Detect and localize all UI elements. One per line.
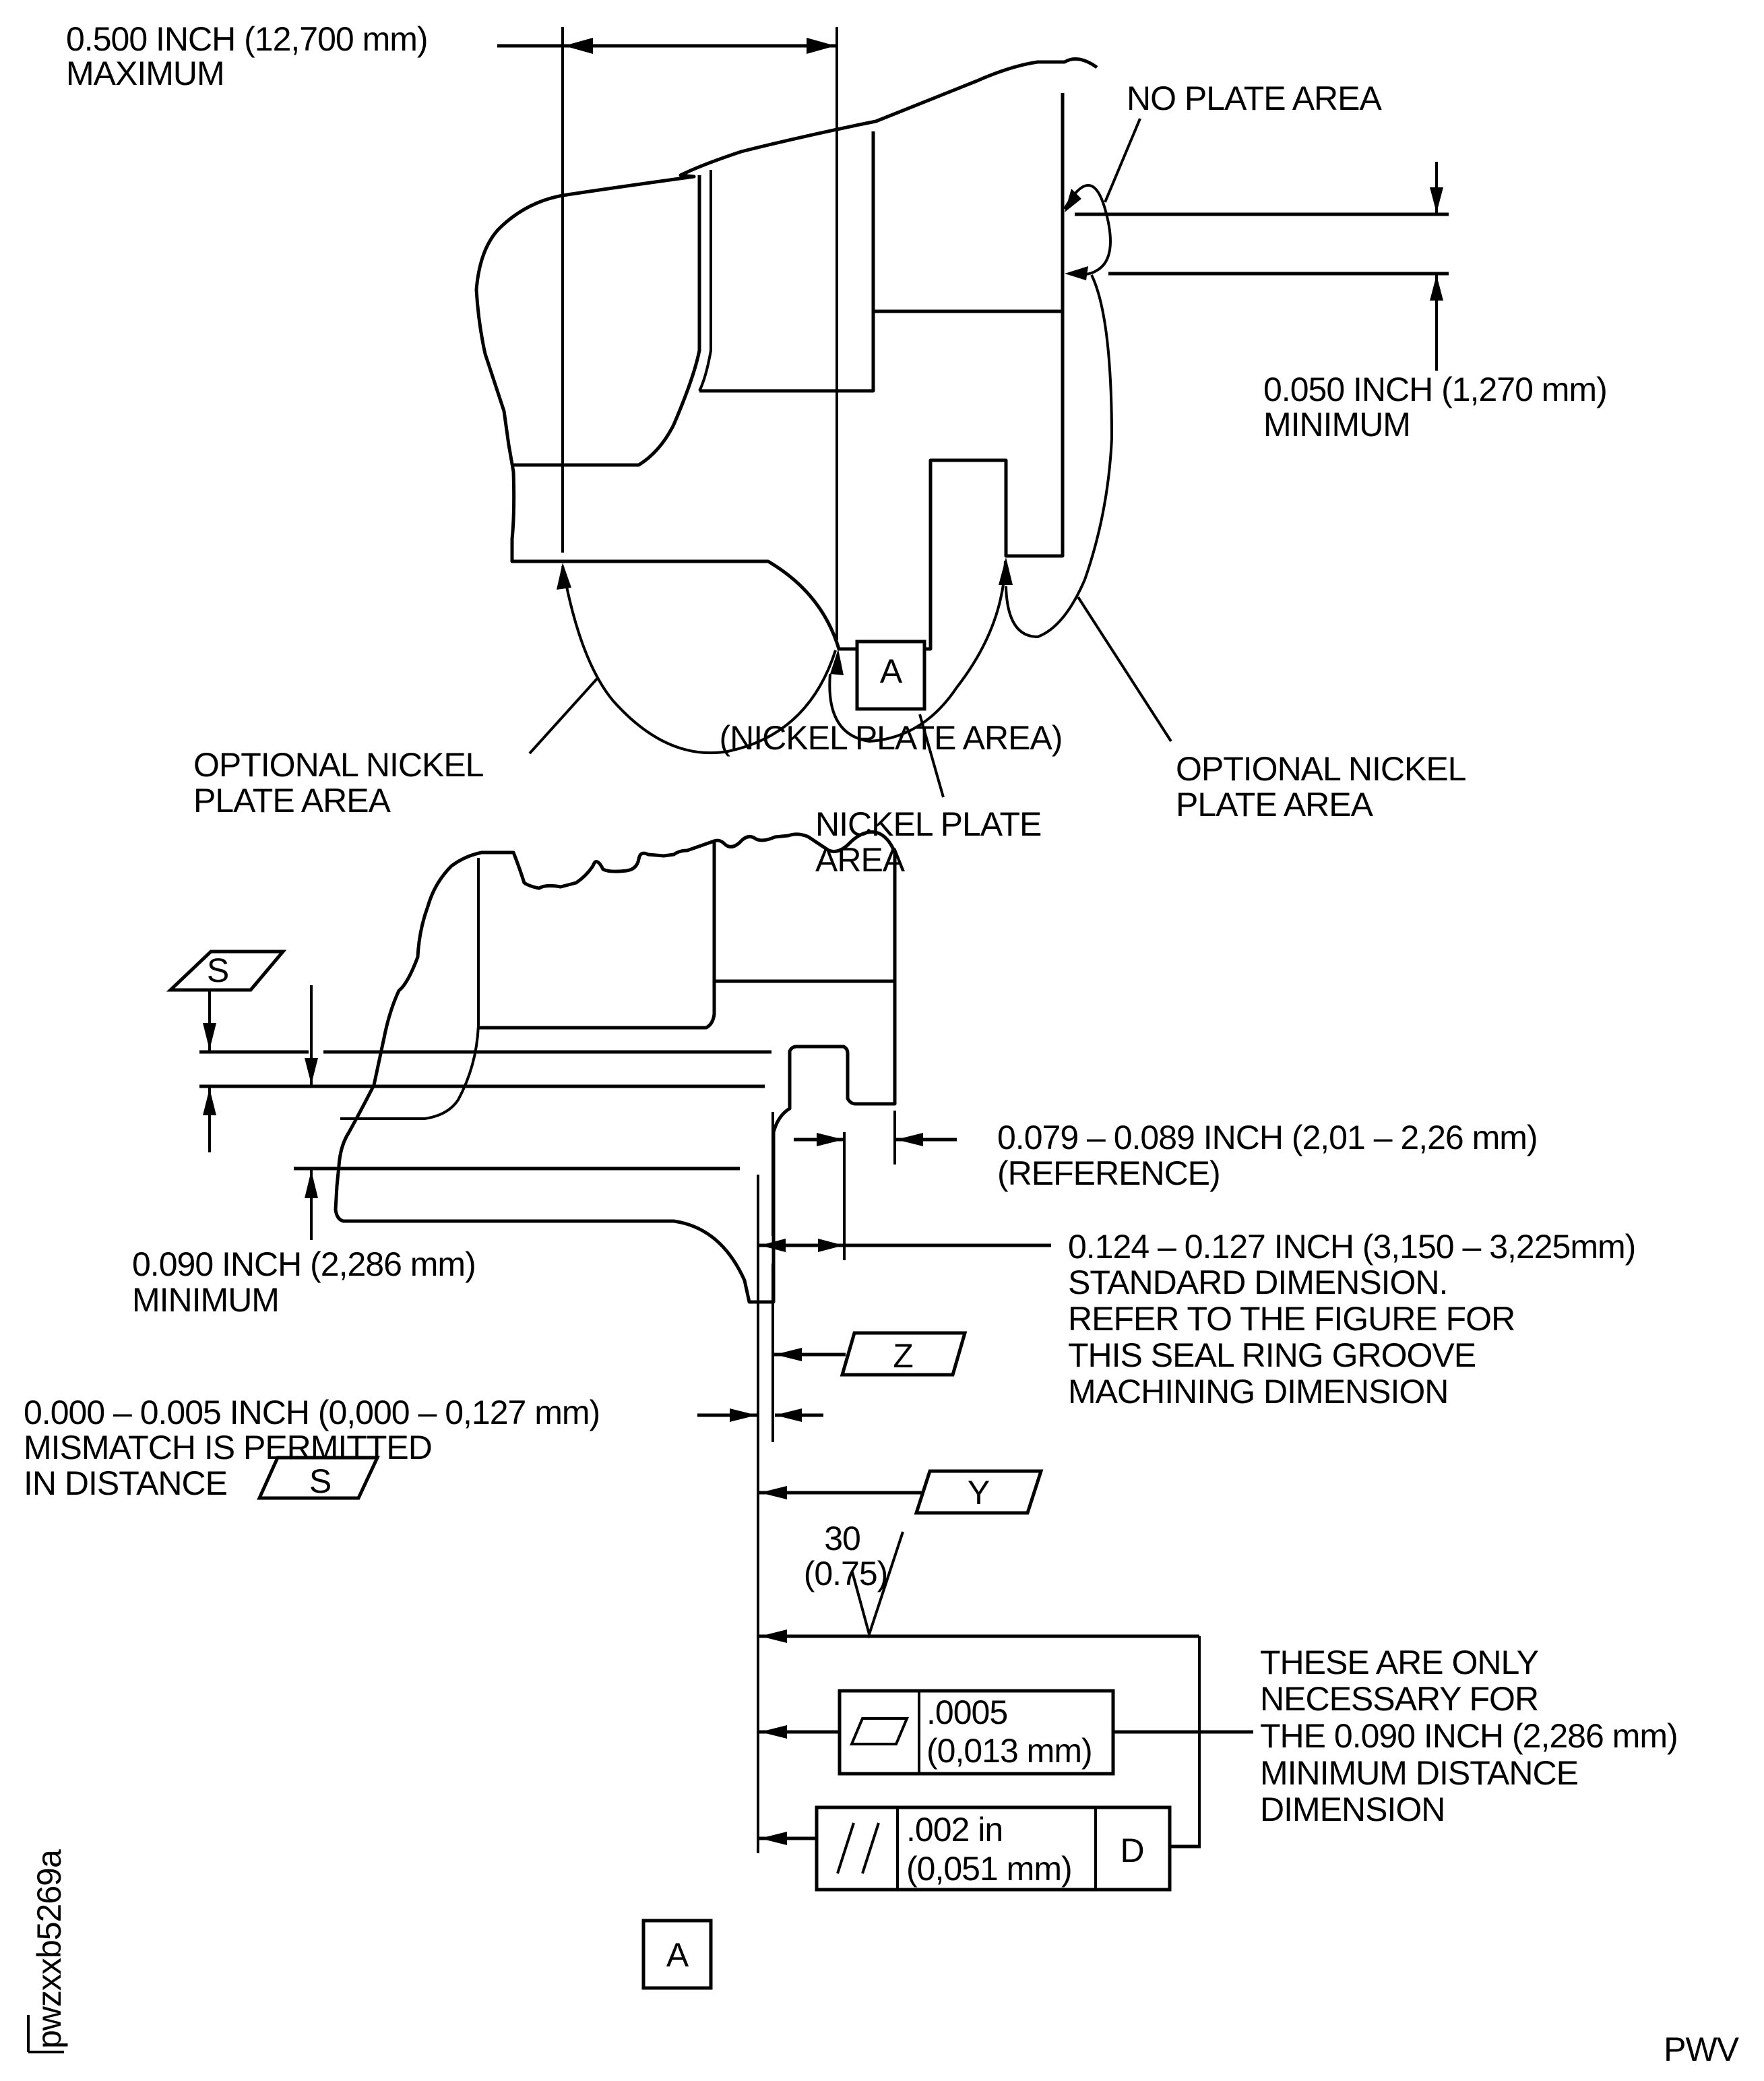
arrow-icon — [1065, 189, 1081, 212]
arrow-icon — [760, 1486, 787, 1499]
arrow-icon — [760, 1832, 787, 1845]
dim-124-line4: THIS SEAL RING GROOVE — [1068, 1336, 1476, 1374]
no-plate-label: NO PLATE AREA — [1127, 80, 1383, 117]
dim-124-line3: REFER TO THE FIGURE FOR — [1068, 1300, 1515, 1338]
arrow-icon — [1430, 275, 1443, 301]
arrow-icon — [305, 1171, 318, 1198]
note-line1: THESE ARE ONLY — [1260, 1644, 1539, 1681]
top-inner-step-2 — [699, 131, 875, 393]
datum-z-flag — [840, 1331, 968, 1377]
bottom-part-outline — [334, 830, 897, 1304]
dim-124-text: 0.124 – 0.127 INCH (3,150 – 3,225mm) — [1068, 1228, 1635, 1266]
view-a-box — [855, 640, 926, 711]
optional-left-loop — [561, 565, 837, 755]
dim-079-text: 0.079 – 0.089 INCH (2,01 – 2,26 mm) — [997, 1119, 1538, 1156]
dim-079-sub: (REFERENCE) — [997, 1154, 1220, 1192]
optional-right-label: OPTIONAL NICKEL — [1176, 750, 1466, 788]
arrow-icon — [1065, 266, 1088, 280]
parallelism-icon — [836, 1822, 880, 1874]
dim-0500-text: 0.500 INCH (12,700 mm) — [66, 20, 428, 58]
view-a-box-bottom — [641, 1919, 713, 1990]
dim-0500-sub: MAXIMUM — [66, 55, 224, 92]
dim-090-sub: MINIMUM — [132, 1281, 279, 1319]
surface-finish-icon — [851, 1531, 904, 1639]
top-part-outline — [474, 57, 1098, 651]
flatness-value-mm: (0,013 mm) — [926, 1732, 1092, 1770]
bottom-view: S 0.090 INCH (2,286 mm) MINIMUM 0.079 – … — [24, 830, 1678, 1990]
parallelism-frame — [815, 1805, 1172, 1892]
datum-y-flag — [914, 1469, 1044, 1515]
nickel-plate-label: NICKEL PLATE — [815, 805, 1041, 843]
arrow-icon — [203, 1023, 216, 1050]
arrow-icon — [775, 1348, 802, 1361]
datum-s-flag — [166, 950, 287, 992]
dim-0050-text: 0.050 INCH (1,270 mm) — [1263, 371, 1607, 408]
arrow-icon — [564, 38, 593, 54]
mismatch-text: 0.000 – 0.005 INCH (0,000 – 0,127 mm) — [24, 1394, 600, 1431]
arrow-icon — [305, 1058, 318, 1084]
dim-0050-sub: MINIMUM — [1263, 406, 1410, 443]
arrow-icon — [760, 1629, 787, 1643]
parallelism-datum: D — [1120, 1832, 1143, 1869]
view-a-letter: A — [880, 652, 903, 690]
dim-124-line2: STANDARD DIMENSION. — [1068, 1264, 1447, 1301]
finish-value-metric: (0.75) — [804, 1555, 888, 1592]
parallelism-value-mm: (0,051 mm) — [906, 1850, 1072, 1888]
arrow-icon — [818, 1239, 844, 1252]
arrow-icon — [775, 1408, 802, 1422]
nickel-plate-loop — [828, 560, 1007, 743]
note-line3: THE 0.090 INCH (2,286 mm) — [1260, 1717, 1678, 1755]
no-plate-loop — [1063, 184, 1112, 276]
top-inner-step — [512, 175, 701, 467]
view-a-caption: (NICKEL PLATE AREA) — [720, 719, 1063, 757]
flatness-frame — [838, 1689, 1115, 1776]
arrow-icon — [203, 1088, 216, 1115]
arrow-icon — [730, 1408, 757, 1422]
arrow-icon — [760, 1239, 786, 1252]
optional-left-sub: PLATE AREA — [193, 782, 391, 819]
arrow-icon — [830, 649, 844, 675]
note-line2: NECESSARY FOR — [1260, 1680, 1538, 1718]
arrow-icon — [817, 1133, 844, 1146]
flatness-value: .0005 — [926, 1694, 1007, 1731]
arrow-icon — [557, 563, 571, 590]
footer-code: PWV — [1664, 2030, 1740, 2068]
datum-y-letter: Y — [968, 1474, 990, 1512]
nickel-plate-leader — [918, 714, 945, 798]
arrow-icon — [760, 1725, 787, 1739]
optional-right-loop — [1005, 274, 1114, 639]
view-a-letter-bottom: A — [666, 1936, 689, 1974]
datum-s2-flag — [257, 1456, 380, 1500]
flatness-icon — [849, 1717, 910, 1745]
note-line5: DIMENSION — [1260, 1791, 1445, 1828]
optional-left-leader — [528, 676, 600, 755]
figure-id: pwzxxb5269a — [27, 1849, 68, 2053]
arrow-icon — [1430, 187, 1443, 213]
top-inner-line-1 — [698, 170, 712, 392]
figure-id-text: pwzxxb5269a — [30, 1849, 68, 2049]
arrow-icon — [999, 557, 1013, 585]
mismatch-line3: IN DISTANCE — [24, 1464, 227, 1502]
note-line4: MINIMUM DISTANCE — [1260, 1754, 1578, 1792]
dim-090-text: 0.090 INCH (2,286 mm) — [132, 1245, 476, 1283]
datum-s2-letter: S — [309, 1462, 331, 1500]
datum-z-letter: Z — [893, 1337, 913, 1375]
arrow-icon — [896, 1133, 923, 1146]
datum-s-letter: S — [207, 952, 228, 989]
top-view: 0.500 INCH (12,700 mm) MAXIMUM 0.050 INC… — [66, 20, 1608, 879]
dim-124-line5: MACHINING DIMENSION — [1068, 1373, 1448, 1410]
bottom-inner-1 — [340, 858, 480, 1120]
optional-left-label: OPTIONAL NICKEL — [193, 746, 484, 784]
optional-right-sub: PLATE AREA — [1176, 786, 1374, 824]
parallelism-value: .002 in — [906, 1811, 1003, 1849]
optional-right-leader — [1077, 596, 1172, 743]
no-plate-leader — [1104, 118, 1141, 203]
finish-value: 30 — [824, 1520, 860, 1557]
bottom-inner-2 — [478, 842, 716, 1030]
arrow-icon — [807, 38, 836, 54]
